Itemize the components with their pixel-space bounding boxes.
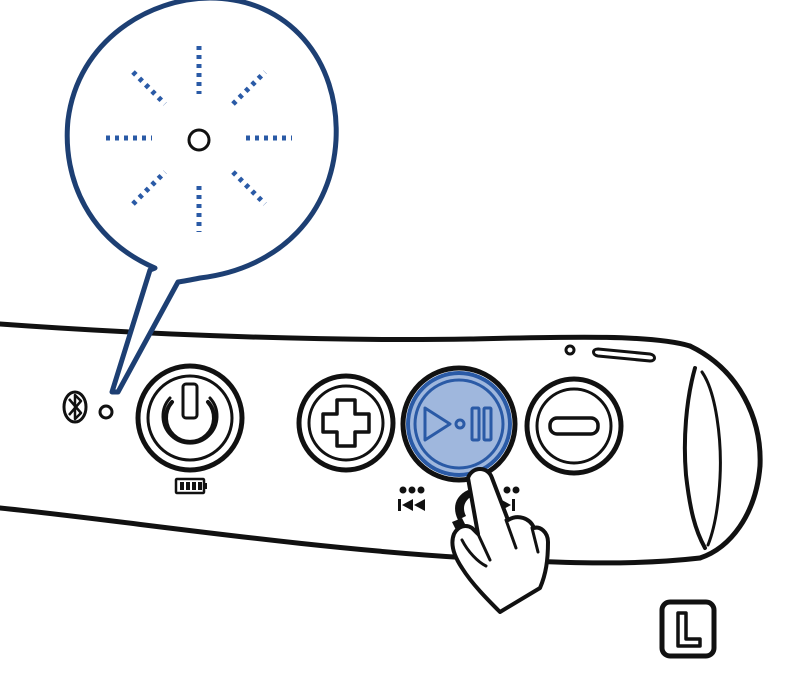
led-callout	[64, 0, 339, 395]
play-pause-button[interactable]	[400, 365, 518, 483]
volume-down-button[interactable]	[524, 376, 624, 476]
plus-icon	[321, 398, 371, 448]
call-answer-icon	[452, 490, 472, 530]
power-icon	[161, 382, 219, 445]
led-indicator-hole	[98, 404, 114, 420]
minus-icon	[548, 416, 600, 436]
pointing-hand-icon	[450, 467, 550, 614]
volume-up-button[interactable]	[296, 373, 396, 473]
battery-icon	[174, 477, 207, 495]
play-pause-icon	[423, 406, 493, 442]
power-button[interactable]	[135, 363, 245, 473]
triple-press-previous-track-icon	[398, 486, 425, 511]
headset-body	[0, 321, 763, 566]
bluetooth-icon	[62, 390, 88, 424]
side-indicator-badge	[659, 599, 717, 659]
led-indicator	[187, 128, 211, 152]
led-blink-rays	[106, 46, 292, 232]
